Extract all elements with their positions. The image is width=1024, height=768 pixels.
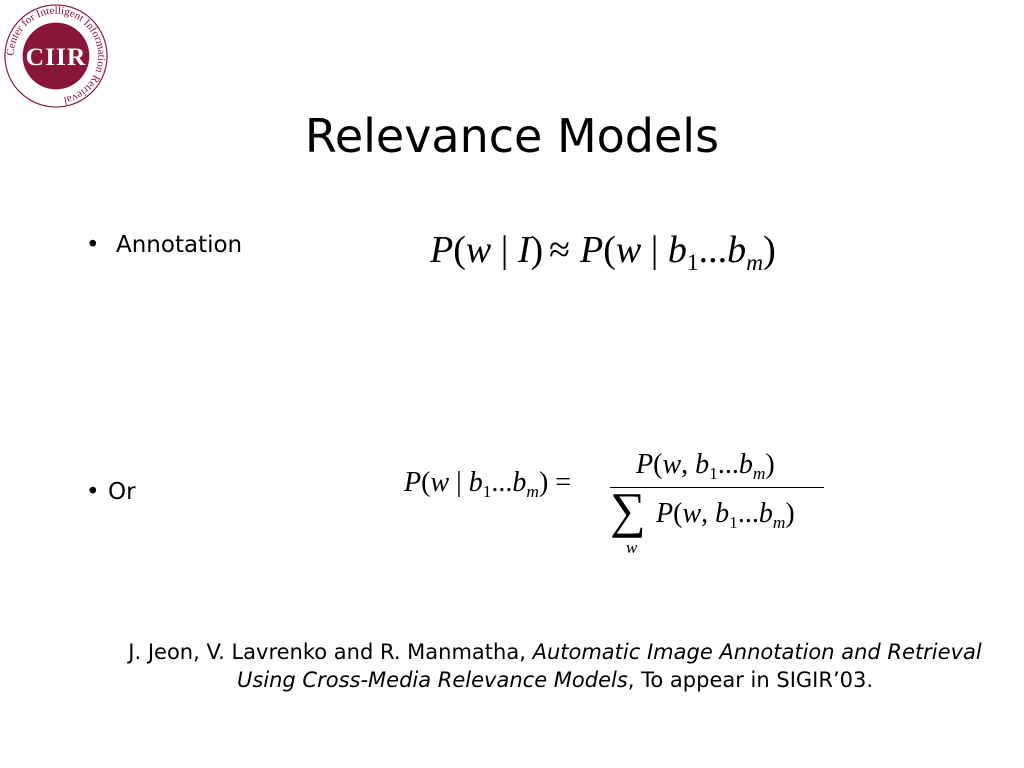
citation-authors: J. Jeon, V. Lavrenko and R. Manmatha, bbox=[128, 640, 526, 664]
slide-title: Relevance Models bbox=[304, 109, 720, 163]
logo-text: CIIR bbox=[26, 42, 87, 71]
fraction-bar bbox=[610, 487, 824, 488]
logo-disc bbox=[22, 22, 90, 90]
bullet-annotation: • Annotation bbox=[86, 231, 242, 259]
ciir-logo: Center for Intelligent Information Retri… bbox=[4, 4, 108, 108]
bullet-or: • Or bbox=[86, 478, 136, 506]
bullet-label: Or bbox=[108, 479, 136, 505]
citation-venue: , To appear in SIGIR’03. bbox=[627, 668, 874, 692]
bullet-symbol: • bbox=[86, 479, 100, 505]
fraction-denominator: P(w, b1...bm) bbox=[656, 498, 795, 533]
bullet-symbol: • bbox=[86, 232, 100, 258]
sum-index: w bbox=[626, 538, 638, 557]
sum-symbol: ∑ bbox=[610, 482, 646, 538]
fraction-numerator: P(w, b1...bm) bbox=[636, 449, 775, 484]
equation-annotation: P(w | I)≈P(w | b1...bm) bbox=[430, 229, 776, 277]
citation-paper-title: Automatic Image Annotation and Retrieval… bbox=[236, 640, 982, 692]
citation: J. Jeon, V. Lavrenko and R. Manmatha, Au… bbox=[110, 638, 1000, 694]
bullet-label: Annotation bbox=[116, 232, 243, 258]
equation-lhs: P(w | b1...bm) = bbox=[404, 467, 572, 502]
